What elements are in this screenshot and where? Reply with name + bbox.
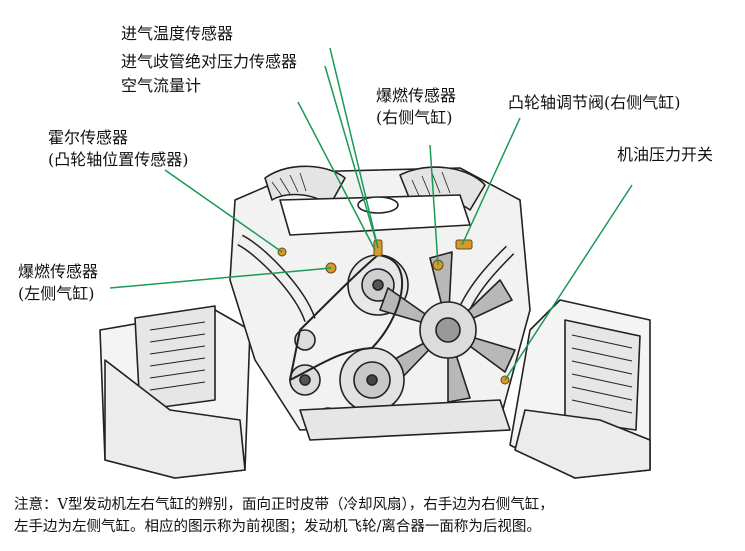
footnote: 注意：V型发动机左右气缸的辨别，面向正时皮带（冷却风扇），右手边为右侧气缸， 左…	[14, 494, 739, 538]
label-knock-sensor-left-2: (左侧气缸)	[18, 284, 95, 303]
label-hall-sensor-1: 霍尔传感器	[48, 128, 129, 147]
leader-knock-right	[429, 144, 439, 266]
leader-oil-pressure	[504, 184, 633, 381]
label-air-flow-meter: 空气流量计	[121, 76, 202, 95]
label-intake-temp-sensor: 进气温度传感器	[121, 24, 234, 43]
engine-illustration	[99, 165, 651, 479]
footnote-line-1: 注意：V型发动机左右气缸的辨别，面向正时皮带（冷却风扇），右手边为右侧气缸，	[14, 497, 554, 513]
label-oil-pressure-switch: 机油压力开关	[617, 145, 714, 164]
footnote-line-2: 左手边为左侧气缸。相应的图示称为前视图；发动机飞轮/离合器一面称为后视图。	[14, 519, 541, 535]
leader-hall-sensor	[164, 169, 283, 253]
leader-camshaft-valve	[461, 117, 521, 246]
leader-air-flow	[297, 101, 376, 251]
label-knock-sensor-right-2: (右侧气缸)	[376, 108, 453, 127]
leader-intake-temp	[329, 47, 379, 249]
label-knock-sensor-right-1: 爆燃传感器	[376, 86, 457, 105]
label-camshaft-valve-right: 凸轮轴调节阀(右侧气缸)	[508, 93, 681, 112]
leader-lines	[109, 47, 633, 381]
leader-map-sensor	[324, 65, 379, 249]
leader-knock-left	[109, 267, 332, 289]
label-map-sensor: 进气歧管绝对压力传感器	[121, 52, 298, 71]
label-hall-sensor-2: (凸轮轴位置传感器)	[48, 150, 189, 169]
label-knock-sensor-left-1: 爆燃传感器	[18, 262, 99, 281]
